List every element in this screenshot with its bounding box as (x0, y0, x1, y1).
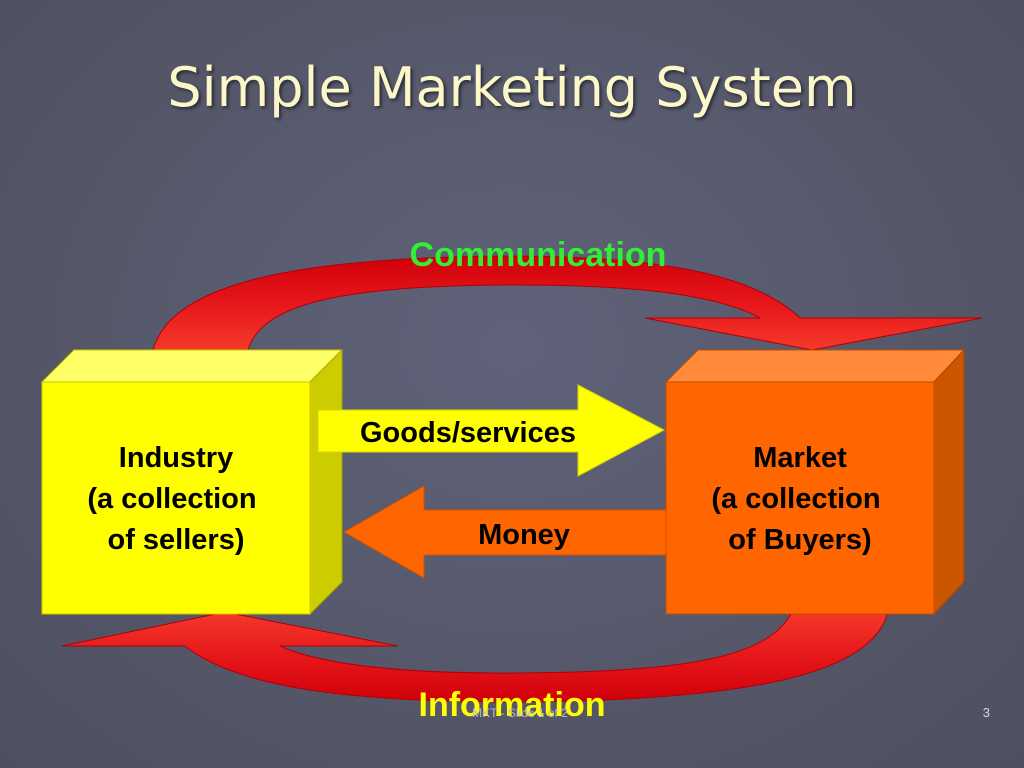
slide-title: Simple Marketing System (167, 56, 857, 119)
industry-box (40, 348, 344, 616)
market-box (664, 348, 966, 616)
information-flow-arrow (61, 611, 889, 703)
money-label: Money (478, 519, 570, 551)
communication-flow-arrow (152, 255, 983, 351)
slide-number: 3 (982, 705, 990, 720)
goods-services-arrow (317, 384, 666, 477)
industry-label-line2: (a collection (87, 483, 256, 515)
information-label: Information (419, 686, 606, 724)
industry-label-line3: of sellers) (108, 524, 245, 556)
slide-footer: MKT - Slide 1 of 2 (472, 706, 568, 720)
goods-services-label: Goods/services (360, 417, 576, 449)
market-label-line1: Market (753, 442, 847, 474)
communication-label: Communication (410, 236, 667, 274)
money-arrow (342, 485, 667, 579)
market-label-line3: of Buyers) (728, 524, 871, 556)
market-label-line2: (a collection (711, 483, 880, 515)
industry-label-line1: Industry (119, 442, 233, 474)
